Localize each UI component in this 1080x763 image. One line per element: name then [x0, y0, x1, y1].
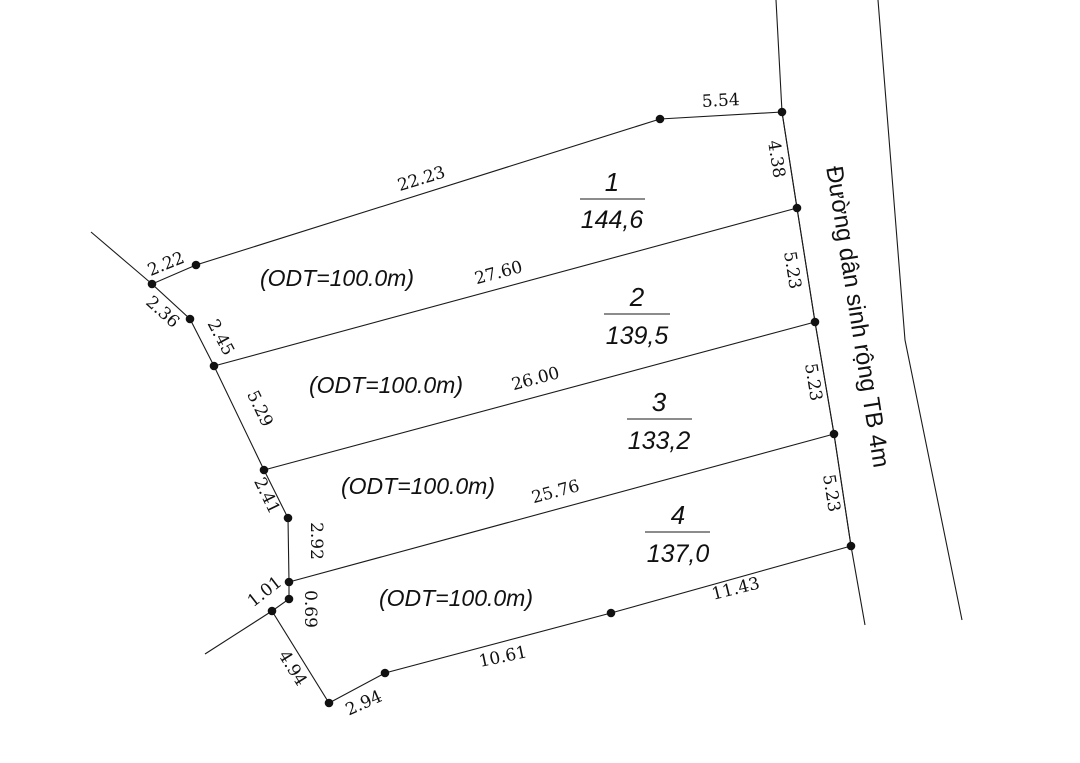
dimension-label: 22.23	[395, 163, 447, 196]
vertex	[209, 361, 219, 371]
dimension-label: 2.92	[306, 522, 326, 560]
lot-odt-label: (ODT=100.0m)	[309, 372, 463, 398]
extension-line-top-left	[90, 231, 153, 285]
vertex	[655, 114, 665, 124]
dimension-label: 2.41	[249, 474, 284, 517]
dimension-label: 0.69	[300, 590, 320, 628]
dimension-label: 2.94	[343, 687, 386, 721]
vertex	[324, 698, 334, 708]
vertex	[284, 577, 294, 587]
vertex	[846, 541, 856, 551]
vertex	[829, 429, 839, 439]
lot-odt-label: (ODT=100.0m)	[260, 265, 414, 291]
vertex	[191, 260, 201, 270]
lot-area: 144,6	[581, 206, 644, 234]
vertex-markers	[147, 107, 856, 708]
vertex	[792, 203, 802, 213]
division-line-lot-2-3	[263, 321, 816, 471]
vertex	[606, 608, 616, 618]
vertex	[284, 594, 294, 604]
dimension-label: 2.36	[142, 292, 184, 332]
lot-odt-label: (ODT=100.0m)	[379, 585, 533, 611]
vertex	[259, 465, 269, 475]
vertex	[147, 279, 157, 289]
dimension-label: 5.29	[242, 387, 277, 430]
vertex	[185, 314, 195, 324]
division-line-lot-1-2	[213, 207, 798, 367]
lot-area: 139,5	[606, 322, 669, 350]
dimension-label: 2.45	[203, 316, 238, 359]
lot-area: 137,0	[647, 540, 710, 568]
dimension-label: 4.94	[274, 647, 311, 690]
dimension-label: 5.23	[779, 250, 805, 291]
vertex	[777, 107, 787, 117]
lot-number: 1	[605, 167, 619, 197]
vertex	[380, 668, 390, 678]
dimension-label: 4.38	[763, 139, 789, 180]
lot-odt-label: (ODT=100.0m)	[341, 473, 495, 499]
dimension-label: 26.00	[510, 363, 562, 395]
dimension-label: 2.22	[145, 248, 188, 281]
lot-number: 4	[671, 500, 685, 530]
lot-area: 133,2	[628, 427, 691, 455]
vertex	[810, 317, 820, 327]
vertex	[283, 513, 293, 523]
road-label: Đường dân sinh rộng TB 4m	[820, 164, 894, 469]
division-line-lot-3-4	[288, 433, 835, 583]
road-edge-east	[877, 0, 963, 621]
vertex	[267, 606, 277, 616]
dimension-label: 11.43	[710, 574, 762, 605]
dimension-label: 5.54	[701, 90, 740, 112]
lot-number: 2	[629, 282, 645, 312]
lot-number: 3	[652, 387, 667, 417]
extension-line-bottom-left	[204, 610, 273, 655]
dimension-label: 25.76	[530, 476, 582, 508]
dimension-label: 5.23	[800, 362, 826, 403]
dimension-label: 5.23	[818, 473, 844, 514]
